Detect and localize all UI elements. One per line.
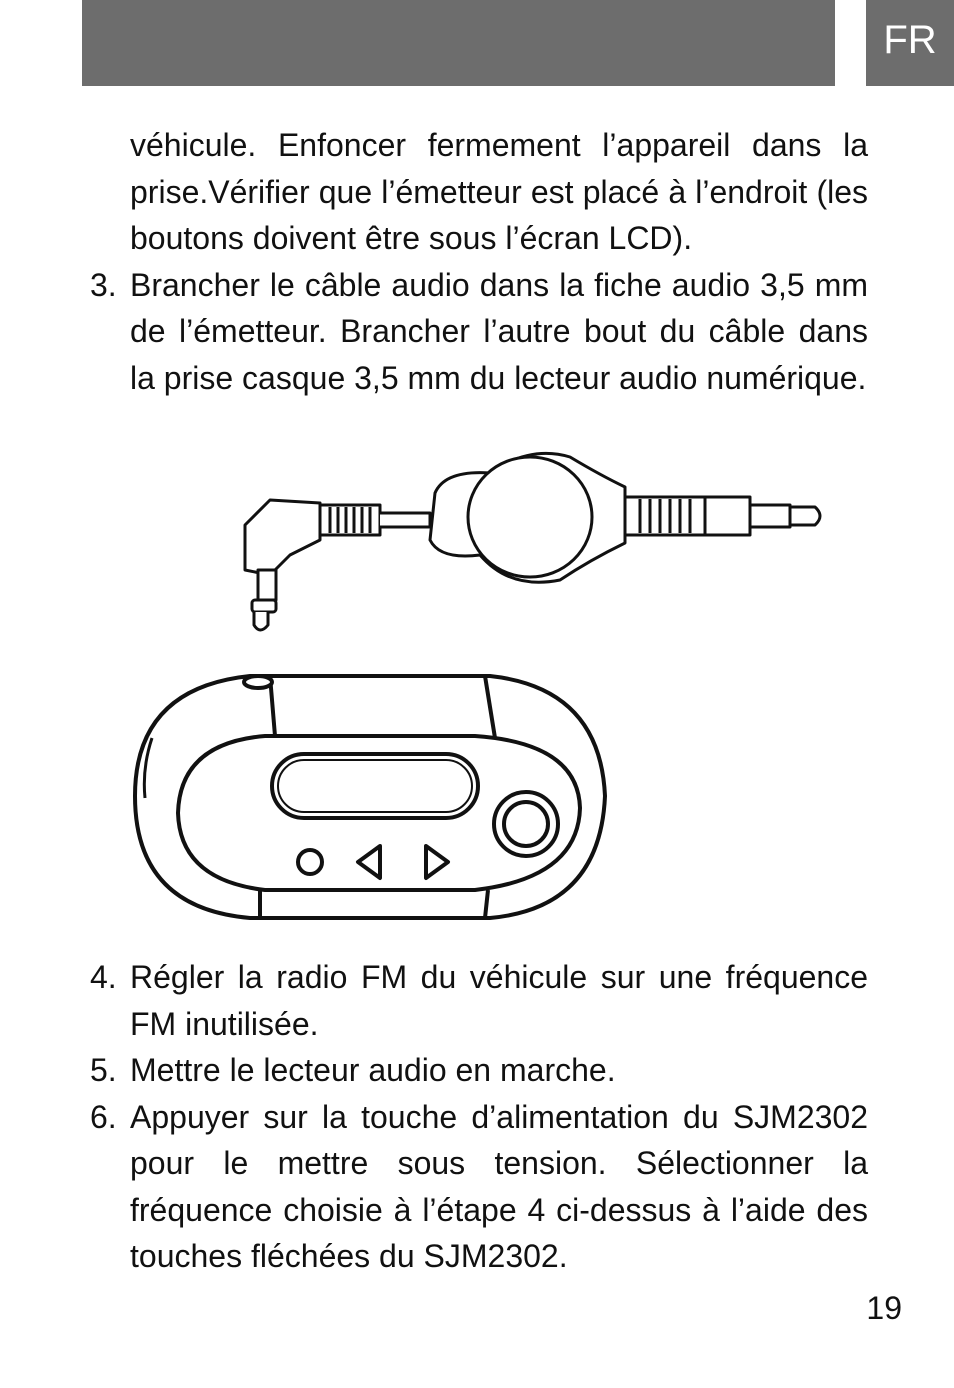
list-item-number: 3. [90,266,117,303]
list-item-number: 4. [90,959,117,995]
list-item-text: Brancher le câble audio dans la fiche au… [130,266,868,396]
header-bar [82,0,835,86]
list-item-text: Appuyer sur la touche d’alimentation du … [130,1098,868,1275]
list-item-text: Régler la radio FM du véhicule sur une f… [130,959,868,1042]
language-tab: FR [866,0,954,86]
text-block-bottom: 4. Régler la radio FM du véhicule sur un… [90,954,868,1280]
fm-transmitter-illustration [133,674,607,920]
list-item: 4. Régler la radio FM du véhicule sur un… [90,954,868,1047]
list-item-number: 6. [90,1098,117,1135]
list-item-text: Mettre le lecteur audio en marche. [130,1052,616,1088]
page-number: 19 [866,1290,902,1326]
continuation-paragraph: véhicule. Enfoncer fermement l’appareil … [130,127,868,256]
list-item-number: 5. [90,1052,117,1088]
list-item: 6. Appuyer sur la touche d’alimentation … [90,1094,868,1280]
list-item: 3. Brancher le câble audio dans la fiche… [90,262,868,402]
text-block-top: véhicule. Enfoncer fermement l’appareil … [90,122,868,401]
retractable-audio-cable-illustration [243,451,822,632]
list-item: 5. Mettre le lecteur audio en marche. [90,1047,868,1094]
